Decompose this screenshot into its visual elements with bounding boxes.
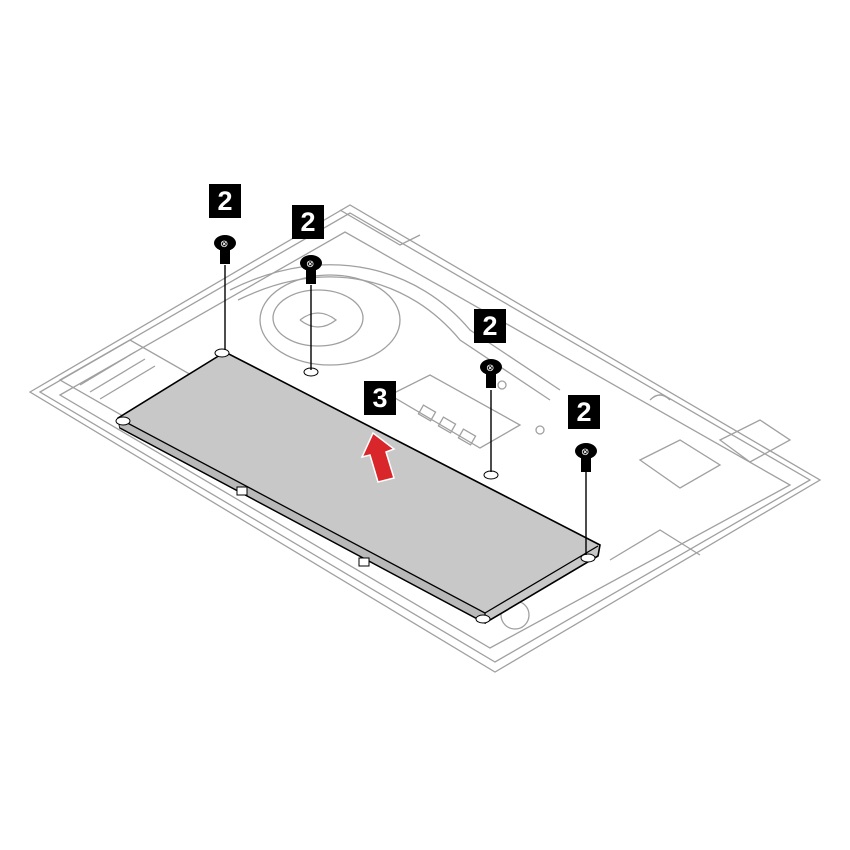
screw-icon: ⊗ xyxy=(214,235,236,264)
lift-arrow-icon xyxy=(360,431,396,483)
screw-icon: ⊗ xyxy=(480,359,502,388)
svg-text:⊗: ⊗ xyxy=(306,259,314,270)
callout-battery: 3 xyxy=(364,381,396,415)
battery xyxy=(115,348,601,625)
callout-screw-2: 2 xyxy=(292,205,324,239)
screw-icon: ⊗ xyxy=(575,443,597,472)
callout-screw-4: 2 xyxy=(568,395,600,429)
svg-text:⊗: ⊗ xyxy=(486,363,494,374)
callout-screw-3: 2 xyxy=(474,309,506,343)
screw-icon: ⊗ xyxy=(300,255,322,284)
callout-screw-1: 2 xyxy=(209,184,241,218)
svg-text:⊗: ⊗ xyxy=(220,239,228,250)
chassis-outline xyxy=(28,204,822,673)
screw-icons: ⊗ ⊗ ⊗ ⊗ xyxy=(214,235,597,472)
svg-text:⊗: ⊗ xyxy=(581,447,589,458)
screws xyxy=(224,265,587,555)
